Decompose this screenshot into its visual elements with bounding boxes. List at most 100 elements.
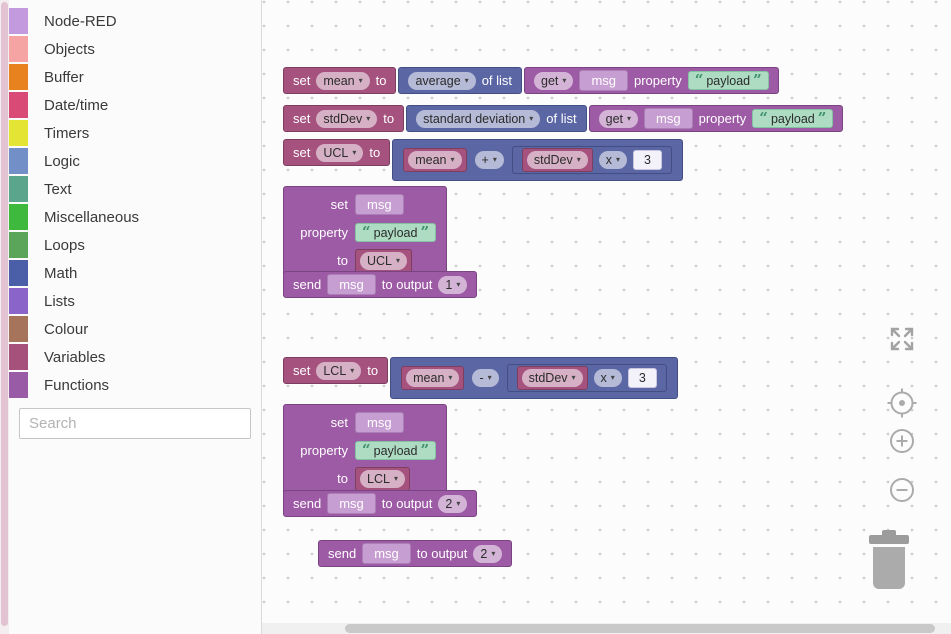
string-block[interactable]: “ payload ” [355, 441, 437, 460]
send-msg-block[interactable]: send msg to output 1▾ [283, 271, 478, 298]
set-variable-block[interactable]: set mean▾ to [283, 67, 397, 94]
block-send-msg-3[interactable]: send msg to output 2▾ [318, 540, 513, 567]
operator-dropdown[interactable]: x▾ [598, 151, 628, 169]
variable-dropdown[interactable]: mean▾ [408, 151, 462, 169]
chevron-down-icon: ▾ [627, 113, 632, 123]
toolbox-category-loops[interactable]: Loops [9, 231, 261, 259]
set-variable-block[interactable]: set UCL▾ to [283, 139, 391, 166]
toolbox-category-lists[interactable]: Lists [9, 287, 261, 315]
toolbox-category-text[interactable]: Text [9, 175, 261, 203]
list-function-dropdown[interactable]: standard deviation▾ [416, 109, 541, 128]
math-on-list-block[interactable]: standard deviation▾ of list [406, 105, 587, 132]
get-msg-property-block[interactable]: get▾ msg property “ payload ” [588, 105, 844, 132]
arithmetic-block-nested[interactable]: stdDev▾ x▾ 3 [506, 364, 667, 392]
output-port-dropdown[interactable]: 1▾ [438, 275, 468, 294]
variable-get-block[interactable]: mean▾ [401, 366, 465, 390]
category-color-strip [9, 260, 28, 286]
keyword-of-list: of list [546, 111, 577, 126]
string-block[interactable]: “ payload ” [355, 223, 437, 242]
set-variable-block[interactable]: set LCL▾ to [283, 357, 389, 384]
trash-button[interactable] [866, 530, 912, 597]
arithmetic-block[interactable]: mean▾ +▾ stdDev▾ x▾ 3 [392, 139, 683, 181]
msg-shadow-block[interactable]: msg [327, 274, 376, 295]
arithmetic-block[interactable]: mean▾ -▾ stdDev▾ x▾ 3 [390, 357, 678, 399]
arithmetic-block-nested[interactable]: stdDev▾ x▾ 3 [511, 146, 672, 174]
center-view-icon [887, 388, 917, 418]
send-msg-block[interactable]: send msg to output 2▾ [283, 490, 478, 517]
variable-dropdown[interactable]: stdDev▾ [526, 151, 588, 169]
block-set-ucl[interactable]: set UCL▾ to mean▾ +▾ stdDev▾ x▾ 3 [283, 139, 683, 181]
msg-shadow-block[interactable]: msg [355, 194, 404, 215]
set-msg-property-block[interactable]: set msg property “ payload ” to UCL▾ [283, 186, 448, 279]
toolbox-category-datetime[interactable]: Date/time [9, 91, 261, 119]
get-dropdown[interactable]: get▾ [534, 71, 574, 90]
msg-shadow-block[interactable]: msg [355, 412, 404, 433]
block-set-lcl[interactable]: set LCL▾ to mean▾ -▾ stdDev▾ x▾ 3 [283, 357, 678, 399]
operator-dropdown[interactable]: +▾ [474, 151, 504, 169]
toolbox-category-functions[interactable]: Functions [9, 371, 261, 399]
variable-get-block[interactable]: stdDev▾ [521, 148, 593, 172]
variable-dropdown[interactable]: LCL▾ [360, 469, 405, 488]
operator-dropdown[interactable]: x▾ [593, 369, 622, 387]
msg-shadow-block[interactable]: msg [327, 493, 376, 514]
toolbox-category-node-red[interactable]: Node-RED [9, 7, 261, 35]
list-function-dropdown[interactable]: average▾ [408, 71, 476, 90]
toolbox-scrollbar[interactable] [0, 0, 9, 634]
zoom-to-fit-button[interactable] [888, 326, 916, 357]
chevron-down-icon: ▾ [350, 365, 355, 375]
string-block[interactable]: “ payload ” [687, 71, 769, 90]
zoom-in-button[interactable] [885, 424, 919, 463]
toolbox-scrollbar-thumb[interactable] [1, 2, 8, 626]
center-view-button[interactable] [885, 386, 919, 425]
set-msg-property-block[interactable]: set msg property “ payload ” to LCL▾ [283, 404, 448, 497]
variable-dropdown[interactable]: mean▾ [316, 71, 370, 90]
close-quote-icon: ” [420, 441, 430, 459]
variable-dropdown[interactable]: mean▾ [406, 369, 460, 387]
toolbox-category-timers[interactable]: Timers [9, 119, 261, 147]
toolbox-category-variables[interactable]: Variables [9, 343, 261, 371]
number-block[interactable]: 3 [627, 368, 657, 388]
msg-shadow-block[interactable]: msg [362, 543, 411, 564]
string-block[interactable]: “ payload ” [752, 109, 834, 128]
variable-dropdown[interactable]: UCL▾ [360, 251, 408, 270]
number-block[interactable]: 3 [633, 150, 662, 170]
block-set-mean[interactable]: set mean▾ to average▾ of list get▾ msg p… [283, 67, 779, 94]
block-send-msg-2[interactable]: send msg to output 2▾ [283, 490, 478, 517]
block-send-msg-1[interactable]: send msg to output 1▾ [283, 271, 478, 298]
chevron-down-icon: ▾ [529, 113, 534, 123]
toolbox-category-buffer[interactable]: Buffer [9, 63, 261, 91]
msg-shadow-block[interactable]: msg [644, 108, 693, 129]
variable-get-block[interactable]: LCL▾ [355, 466, 410, 491]
get-label: get [541, 73, 559, 88]
variable-name: LCL [323, 363, 347, 378]
horizontal-scrollbar-thumb[interactable] [345, 624, 935, 633]
block-set-stddev[interactable]: set stdDev▾ to standard deviation▾ of li… [283, 105, 844, 132]
toolbox-category-math[interactable]: Math [9, 259, 261, 287]
variable-dropdown[interactable]: stdDev▾ [521, 369, 583, 387]
variable-dropdown[interactable]: stdDev▾ [316, 109, 378, 128]
variable-dropdown[interactable]: LCL▾ [316, 361, 362, 380]
variable-get-block[interactable]: UCL▾ [355, 248, 413, 273]
search-input[interactable] [19, 408, 251, 439]
toolbox-category-logic[interactable]: Logic [9, 147, 261, 175]
set-variable-block[interactable]: set stdDev▾ to [283, 105, 405, 132]
toolbox-category-objects[interactable]: Objects [9, 35, 261, 63]
output-port-dropdown[interactable]: 2▾ [473, 544, 503, 563]
get-dropdown[interactable]: get▾ [598, 109, 639, 128]
zoom-out-button[interactable] [885, 473, 919, 512]
send-msg-block[interactable]: send msg to output 2▾ [318, 540, 513, 567]
toolbox-category-colour[interactable]: Colour [9, 315, 261, 343]
operator: x [600, 371, 607, 385]
chevron-down-icon: ▾ [576, 155, 581, 164]
output-port-dropdown[interactable]: 2▾ [438, 494, 468, 513]
math-on-list-block[interactable]: average▾ of list [398, 67, 523, 94]
operator-dropdown[interactable]: -▾ [472, 369, 499, 387]
variable-dropdown[interactable]: UCL▾ [316, 143, 364, 162]
get-msg-property-block[interactable]: get▾ msg property “ payload ” [524, 67, 779, 94]
variable-get-block[interactable]: mean▾ [403, 148, 467, 172]
msg-shadow-block[interactable]: msg [579, 70, 628, 91]
category-color-strip [9, 204, 28, 230]
toolbox-category-miscellaneous[interactable]: Miscellaneous [9, 203, 261, 231]
workspace-canvas[interactable]: set mean▾ to average▾ of list get▾ msg p… [262, 0, 951, 634]
variable-get-block[interactable]: stdDev▾ [516, 366, 588, 390]
